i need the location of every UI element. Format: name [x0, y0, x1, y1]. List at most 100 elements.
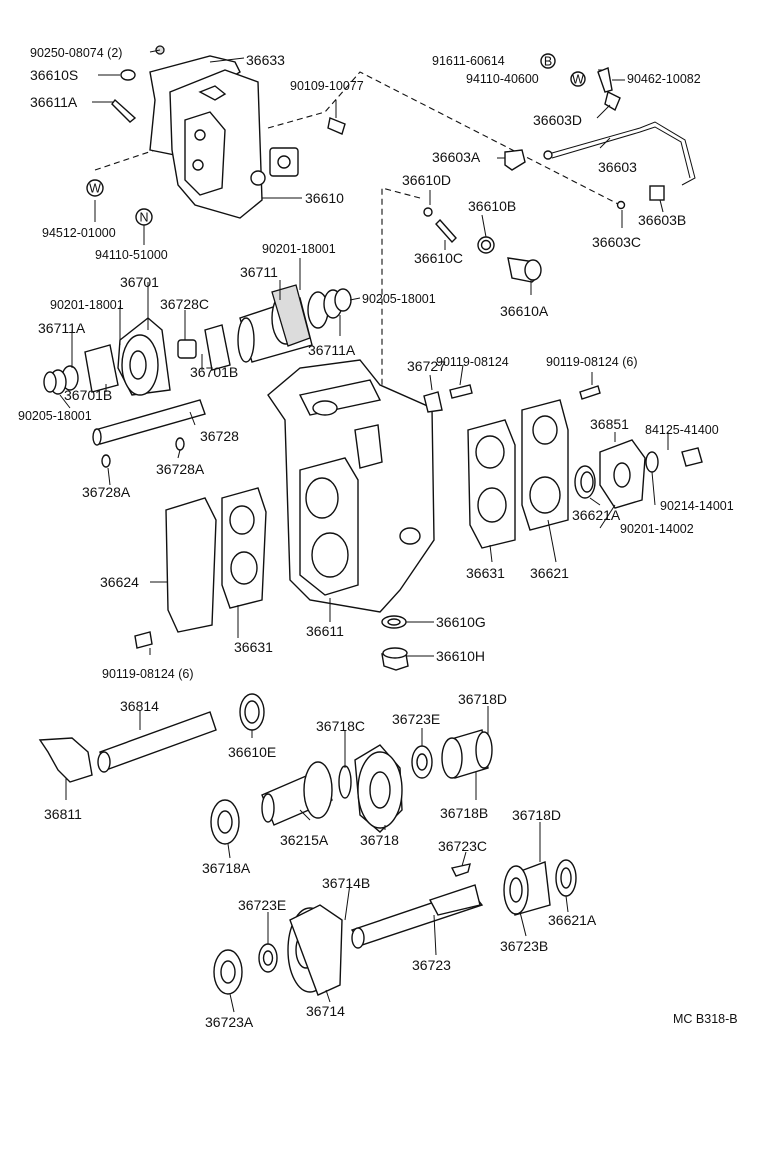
gear-36718	[338, 744, 403, 833]
label-36631: 36631	[466, 565, 505, 581]
label-36851: 36851	[590, 416, 629, 432]
label-36718D: 36718D	[512, 807, 561, 823]
label-36603D: 36603D	[533, 112, 582, 128]
label-36631: 36631	[234, 639, 273, 655]
label-90201-14002: 90201-14002	[620, 522, 694, 536]
label-36621: 36621	[530, 565, 569, 581]
label-36714B: 36714B	[322, 875, 370, 891]
label-36711: 36711	[240, 264, 278, 280]
label-36603C: 36603C	[592, 234, 641, 250]
label-36610E: 36610E	[228, 744, 276, 760]
gear-36215A	[261, 761, 333, 826]
label-36728C: 36728C	[160, 296, 209, 312]
label-36811: 36811	[44, 806, 82, 822]
bearing-36723A	[213, 949, 243, 995]
label-36718B: 36718B	[440, 805, 488, 821]
part-labels: 36633 90250-08074 (2) 36610S 36611A 9010…	[18, 46, 738, 1030]
label-36701: 36701	[120, 274, 159, 290]
label-36621A: 36621A	[548, 912, 597, 928]
label-36603: 36603	[598, 159, 637, 175]
label-36610H: 36610H	[436, 648, 485, 664]
label-90201-18001: 90201-18001	[50, 298, 124, 312]
gasket-36631-left	[221, 487, 267, 609]
marker-n-circle: N	[135, 208, 153, 226]
label-36701B: 36701B	[64, 387, 112, 403]
shaft-36728	[92, 399, 206, 468]
label-36611: 36611	[306, 623, 344, 639]
seal-36610E	[239, 693, 265, 731]
diagram-code: MC B318-B	[673, 1012, 738, 1026]
seal-36621A-bottom	[555, 859, 577, 897]
label-36603A: 36603A	[432, 149, 481, 165]
leader-lines	[59, 49, 669, 1013]
label-90119-08124-6: 90119-08124 (6)	[102, 667, 194, 681]
label-36728: 36728	[200, 428, 239, 444]
gear-36714	[287, 904, 343, 996]
label-94512-01000: 94512-01000	[42, 226, 116, 240]
label-36610A: 36610A	[500, 303, 549, 319]
label-36718C: 36718C	[316, 718, 365, 734]
small-parts-36610	[423, 207, 542, 283]
label-36714: 36714	[306, 1003, 345, 1019]
label-84125-41400: 84125-41400	[645, 423, 719, 437]
label-36723E: 36723E	[392, 711, 440, 727]
label-36633: 36633	[246, 52, 285, 68]
label-36611A: 36611A	[30, 94, 78, 110]
label-36718D: 36718D	[458, 691, 507, 707]
label-36718: 36718	[360, 832, 399, 848]
label-90201-18001: 90201-18001	[262, 242, 336, 256]
bolt-90119-bottom	[134, 631, 153, 649]
bearing-36718B	[441, 729, 493, 779]
marker-b: B	[544, 55, 552, 69]
retainer-36851	[599, 439, 703, 509]
shift-linkage-36603	[504, 67, 696, 210]
marker-w-circle-top: W	[570, 71, 586, 87]
transfer-case-36611	[267, 359, 435, 613]
label-94110-51000: 94110-51000	[95, 248, 168, 262]
yoke-36811	[38, 737, 93, 783]
label-36728A: 36728A	[82, 484, 131, 500]
marker-b-circle: B	[540, 53, 556, 69]
label-90205-18001: 90205-18001	[362, 292, 436, 306]
gear-36711	[237, 284, 352, 363]
dash-line-left	[94, 139, 186, 171]
label-36610B: 36610B	[468, 198, 516, 214]
clip-36723C	[450, 863, 471, 877]
label-36624: 36624	[100, 574, 139, 590]
label-36610C: 36610C	[414, 250, 463, 266]
label-90462-10082: 90462-10082	[627, 72, 701, 86]
bracket-36727	[423, 384, 601, 413]
dash-line-center	[381, 187, 421, 482]
washer-36723E-top	[411, 745, 433, 779]
label-36701B: 36701B	[190, 364, 238, 380]
label-36610D: 36610D	[402, 172, 451, 188]
label-36723C: 36723C	[438, 838, 487, 854]
cover-36624	[165, 497, 217, 633]
label-36610S: 36610S	[30, 67, 78, 83]
gasket-36631-right	[467, 419, 516, 549]
label-90109-10077: 90109-10077	[290, 79, 364, 93]
label-36711A: 36711A	[38, 320, 86, 336]
label-36728A: 36728A	[156, 461, 205, 477]
bearing-36718A	[210, 799, 240, 845]
plug-36610G-H	[381, 615, 409, 671]
label-90214-14001: 90214-14001	[660, 499, 734, 513]
label-90250-08074: 90250-08074 (2)	[30, 46, 122, 60]
washer-36723E-bottom	[258, 943, 278, 973]
label-36718A: 36718A	[202, 860, 251, 876]
label-90119-08124: 90119-08124	[436, 355, 509, 369]
label-36610G: 36610G	[436, 614, 486, 630]
label-36621A: 36621A	[572, 507, 621, 523]
label-91611-60614: 91611-60614	[432, 54, 505, 68]
label-90205-18001: 90205-18001	[18, 409, 92, 423]
marker-w: W	[89, 182, 101, 196]
label-36723A: 36723A	[205, 1014, 254, 1030]
label-36814: 36814	[120, 698, 159, 714]
bearing-36723B	[503, 861, 551, 916]
label-36610: 36610	[305, 190, 344, 206]
label-36723E: 36723E	[238, 897, 286, 913]
marker-w: W	[572, 73, 584, 87]
cover-36621	[521, 399, 569, 531]
